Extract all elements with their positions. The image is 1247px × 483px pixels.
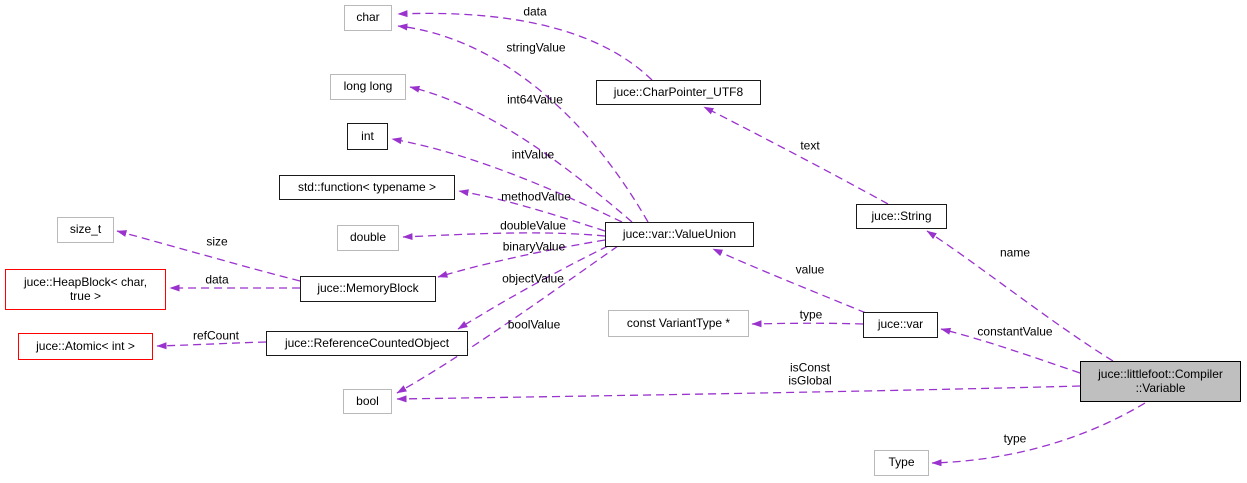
edge-label-name: name bbox=[999, 245, 1031, 260]
node-int: int bbox=[347, 123, 388, 150]
edge-label-binaryvalue: binaryValue bbox=[502, 239, 566, 254]
edge-label-size: size bbox=[206, 234, 228, 249]
node-juce-atomic-int[interactable]: juce::Atomic< int > bbox=[18, 333, 153, 360]
node-long-long: long long bbox=[330, 74, 406, 100]
node-juce-charpointer-utf8[interactable]: juce::CharPointer_UTF8 bbox=[596, 80, 761, 105]
edge-data-charpointer-char bbox=[397, 10, 653, 81]
node-juce-referencecountedobject[interactable]: juce::ReferenceCountedObject bbox=[266, 331, 468, 356]
node-juce-heapblock[interactable]: juce::HeapBlock< char, true > bbox=[5, 269, 166, 310]
edge-objectvalue bbox=[457, 245, 609, 330]
edge-label-value: value bbox=[795, 262, 825, 277]
edge-methodvalue bbox=[458, 189, 606, 232]
edge-stringvalue bbox=[397, 23, 649, 223]
edge-name bbox=[926, 230, 1114, 362]
node-const-varianttype: const VariantType * bbox=[608, 310, 749, 337]
node-juce-memoryblock[interactable]: juce::MemoryBlock bbox=[300, 276, 436, 302]
edge-label-text: text bbox=[800, 138, 820, 153]
edge-value bbox=[712, 248, 867, 314]
edge-refcount bbox=[156, 341, 267, 350]
edge-label-objectvalue: objectValue bbox=[502, 271, 564, 286]
edge-label-type-bottom: type bbox=[1003, 431, 1027, 446]
edge-intvalue bbox=[391, 137, 623, 223]
edge-label-type-var: type bbox=[799, 307, 823, 322]
edge-isconst-isglobal bbox=[396, 385, 1081, 403]
edge-label-constantvalue: constantValue bbox=[977, 324, 1053, 339]
edge-label-int64value: int64Value bbox=[507, 92, 563, 107]
edge-type-var bbox=[751, 320, 864, 328]
node-bool: bool bbox=[343, 389, 392, 414]
edge-label-intvalue: intValue bbox=[511, 147, 555, 162]
edge-label-methodvalue: methodValue bbox=[501, 189, 571, 204]
edge-label-data-char: data bbox=[523, 4, 547, 19]
edge-label-doublevalue: doubleValue bbox=[500, 218, 566, 233]
node-std-function[interactable]: std::function< typename > bbox=[279, 175, 455, 200]
node-size-t: size_t bbox=[57, 217, 114, 243]
edge-constantvalue bbox=[940, 327, 1081, 374]
node-juce-string[interactable]: juce::String bbox=[856, 204, 947, 229]
edge-text bbox=[703, 106, 889, 205]
edge-label-isconst-isglobal: isConst isGlobal bbox=[788, 360, 832, 387]
edge-size bbox=[116, 230, 301, 282]
node-compiler-variable: juce::littlefoot::Compiler ::Variable bbox=[1080, 361, 1241, 402]
edge-label-stringvalue: stringValue bbox=[506, 40, 566, 55]
node-juce-var[interactable]: juce::var bbox=[863, 312, 938, 338]
edge-label-boolvalue: boolValue bbox=[507, 317, 561, 332]
node-type: Type bbox=[874, 450, 929, 476]
edge-label-refcount: refCount bbox=[192, 328, 240, 343]
edge-type-bottom bbox=[931, 402, 1146, 467]
edge-label-data-heap: data bbox=[205, 272, 229, 287]
edge-boolvalue bbox=[396, 245, 619, 394]
edge-doublevalue bbox=[402, 232, 606, 241]
node-char: char bbox=[344, 5, 392, 31]
node-double: double bbox=[337, 225, 399, 251]
node-juce-var-valueunion[interactable]: juce::var::ValueUnion bbox=[605, 222, 754, 247]
